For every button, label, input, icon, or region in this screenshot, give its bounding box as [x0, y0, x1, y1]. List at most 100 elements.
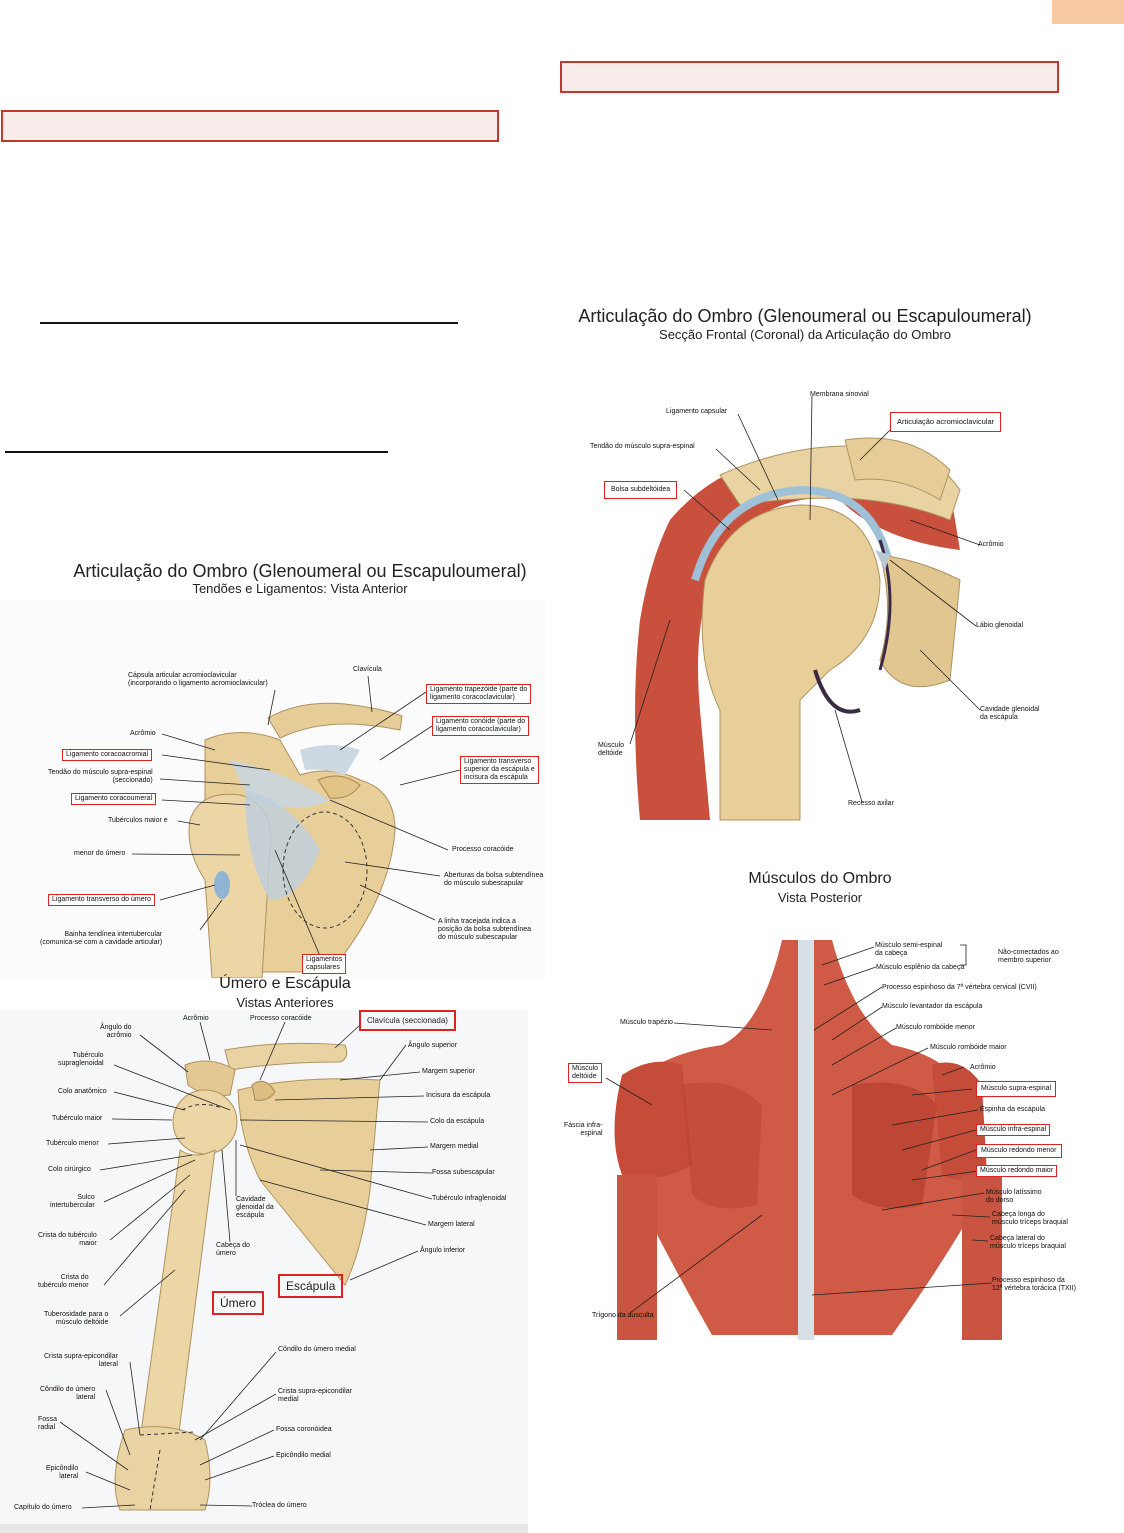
fig3-label-art-acromio: Articulação acromioclavicular — [890, 412, 1001, 432]
fig2-label-angulo-sup: Ângulo superior — [408, 1042, 457, 1050]
fig1-label-lig-transverso-umero: Ligamento transverso do úmero — [48, 894, 155, 906]
fig2-label-escapula: Escápula — [278, 1274, 343, 1298]
fig4-label-levantador: Músculo levantador da escápula — [882, 1003, 982, 1011]
fig2-label-fossa-sub: Fossa subescapular — [432, 1169, 495, 1177]
fig4-label-fascia: Fáscia infra-espinal — [564, 1122, 603, 1138]
fig4-title: Músculos do Ombro — [690, 870, 950, 888]
fig1-label-lig-coracoacromial: Ligamento coracoacromial — [62, 749, 152, 761]
fig2-label-acromio: Acrômio — [183, 1015, 209, 1023]
header-box-left — [1, 110, 499, 142]
fig2-label-margem-lat: Margem lateral — [428, 1221, 475, 1229]
fig4-label-infra: Músculo infra-espinal — [976, 1124, 1050, 1136]
fig2-label-tub-infra: Tubérculo infraglenoidal — [432, 1195, 506, 1203]
fig4-label-trapezio: Músculo trapézio — [620, 1019, 673, 1027]
fig4-label-romboide-menor: Músculo rombóide menor — [896, 1024, 975, 1032]
fig3-label-lig-capsular: Ligamento capsular — [666, 408, 727, 416]
fig2-label-umero: Úmero — [212, 1291, 264, 1315]
fig4-label-esplenio: Músculo esplênio da cabeça — [876, 964, 964, 972]
fig1-label-capsula: Cápsula articular acromioclavicular(inco… — [128, 672, 268, 688]
page-corner-tab — [1052, 0, 1124, 24]
fig1-label-tendao-supra: Tendão do músculo supra-espinal(secciona… — [48, 769, 153, 785]
fig2-label-tub-menor: Tubérculo menor — [46, 1140, 99, 1148]
bottom-scroll-strip — [0, 1524, 528, 1533]
fig1-subtitle: Tendões e Ligamentos: Vista Anterior — [60, 581, 540, 596]
fig3-label-bolsa: Bolsa subdeltóidea — [604, 481, 677, 499]
fig2-title: Úmero e Escápula — [120, 975, 450, 993]
fig2-label-colo-cir: Colo cirúrgico — [48, 1166, 91, 1174]
fig1-label-lig-coracoumeral: Ligamento coracoumeral — [71, 793, 156, 805]
fig1-label-processo: Processo coracóide — [452, 846, 513, 854]
fig1-panel: Cápsula articular acromioclavicular(inco… — [0, 600, 545, 978]
fig2-subtitle: Vistas Anteriores — [120, 995, 450, 1010]
fig4-label-redondo-menor: Músculo redondo menor — [976, 1144, 1062, 1158]
fig3-title: Articulação do Ombro (Glenoumeral ou Esc… — [560, 306, 1050, 327]
fig2-label-incisura: Incisura da escápula — [426, 1092, 490, 1100]
fig1-label-clavicula: Clavícula — [353, 666, 382, 674]
fig4-label-trigono: Trígono da ausculta — [592, 1312, 654, 1320]
fig2-label-fossa-coronoidea: Fossa coronóidea — [276, 1426, 332, 1434]
fig3-label-musculo-deltoide: Músculodeltóide — [598, 742, 624, 758]
fig4-label-espinha: Espinha da escápula — [980, 1106, 1045, 1114]
fig4-label-acromio: Acrômio — [970, 1064, 996, 1072]
fig3-label-labio: Lábio glenoidal — [976, 622, 1023, 630]
fig2-label-clavicula: Clavícula (seccionada) — [359, 1010, 456, 1031]
fig1-label-acromio: Acrômio — [130, 730, 156, 738]
fig2-label-troclea: Tróclea do úmero — [252, 1502, 307, 1510]
fig2-label-epicondilo-med: Epicôndilo medial — [276, 1452, 331, 1460]
fig2-label-tub-maior: Tubérculo maior — [52, 1115, 102, 1123]
fig2-label-margem-medial: Margem medial — [430, 1143, 478, 1151]
fig4-subtitle: Vista Posterior — [690, 890, 950, 905]
underline-rule-2 — [5, 451, 388, 453]
fig3-label-acromio: Acrômio — [978, 541, 1004, 549]
fig2-label-colo-anat: Colo anatômico — [58, 1088, 107, 1096]
fig1-label-bainha: Bainha tendínea intertubercular(comunica… — [40, 931, 162, 947]
fig4-label-redondo-maior: Músculo redondo maior — [976, 1165, 1057, 1177]
fig1-title: Articulação do Ombro (Glenoumeral ou Esc… — [60, 561, 540, 582]
underline-rule-1 — [40, 322, 458, 324]
fig3-panel: Membrana sinovial Ligamento capsular Art… — [580, 380, 1085, 830]
fig3-label-membrana: Membrana sinovial — [810, 391, 869, 399]
fig1-label-menor: menor do úmero — [74, 850, 125, 858]
fig2-label-colo-escapula: Colo da escápula — [430, 1118, 484, 1126]
fig4-label-supra: Músculo supra-espinal — [976, 1081, 1056, 1097]
fig2-label-processo: Processo coracóide — [250, 1015, 311, 1023]
fig4-label-romboide-maior: Músculo rombóide maior — [930, 1044, 1007, 1052]
fig1-label-tub-maior: Tubérculos maior e — [108, 817, 168, 825]
fig4-label-processo-cvii: Processo espinhoso da 7ª vértebra cervic… — [882, 984, 1037, 992]
fig2-label-margem-sup: Margem superior — [422, 1068, 475, 1076]
fig3-label-recesso: Recesso axilar — [848, 800, 894, 808]
fig3-subtitle: Secção Frontal (Coronal) da Articulação … — [560, 327, 1050, 342]
fig3-label-tendao: Tendão do músculo supra-espinal — [590, 443, 695, 451]
header-box-right — [560, 61, 1059, 93]
fig2-label-angulo-inf: Ângulo inferior — [420, 1247, 465, 1255]
fig2-label-condilo-med: Côndilo do úmero medial — [278, 1346, 356, 1354]
